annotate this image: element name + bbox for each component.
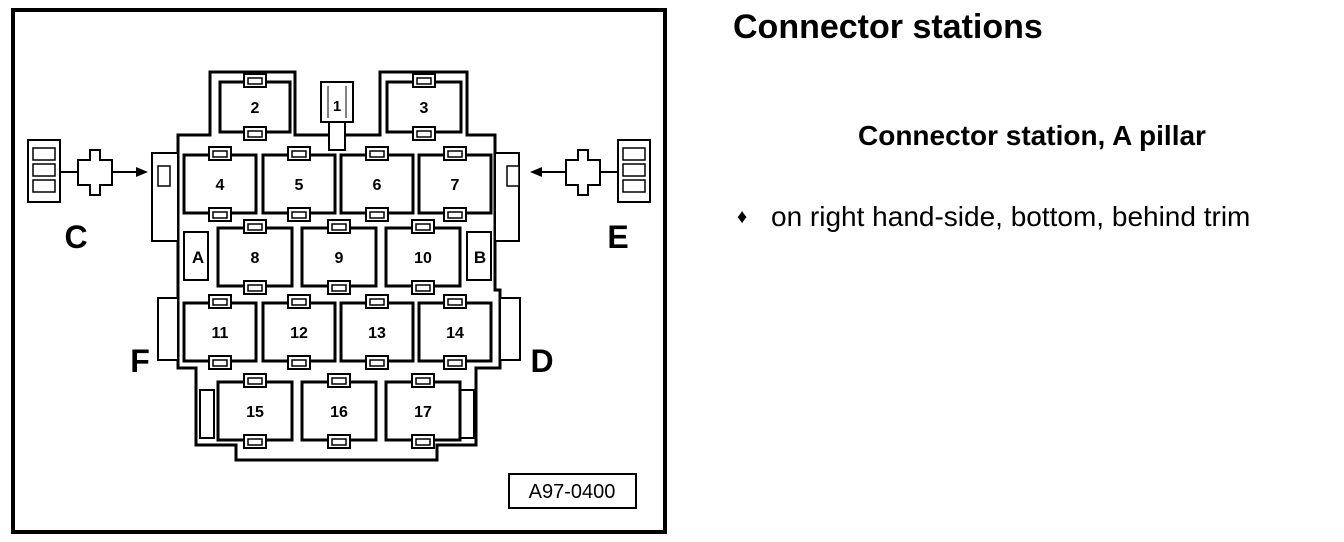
slot-label-13: 13 xyxy=(368,325,386,342)
side-latch-right-bottom xyxy=(499,297,521,361)
slot-label-3: 3 xyxy=(420,100,429,117)
slot-14: 14 xyxy=(417,294,493,370)
side-label-d: D xyxy=(530,343,553,379)
slot-label-14: 14 xyxy=(446,325,464,342)
bottom-latch-right xyxy=(459,389,475,439)
latch-tab-right xyxy=(506,165,520,187)
small-slot-b xyxy=(466,231,492,281)
connector-station-diagram: 2 3 4 5 6 7 8 9 10 11 12 13 14 15 16 17 A B 1 C E F D xyxy=(11,8,667,534)
slot-label-4: 4 xyxy=(216,177,225,194)
slot-label-15: 15 xyxy=(246,404,264,421)
plug-c-icon xyxy=(27,139,148,203)
side-label-f: F xyxy=(130,343,150,379)
slot-12: 12 xyxy=(261,294,337,370)
slot-label-7: 7 xyxy=(451,177,460,194)
section-title: Connector station, A pillar xyxy=(858,120,1206,151)
reference-code-box xyxy=(508,473,637,509)
small-slot-b-label: B xyxy=(474,248,486,267)
slot-label-8: 8 xyxy=(251,250,260,267)
slot-label-2: 2 xyxy=(251,100,260,117)
side-latch-left-bottom xyxy=(157,297,179,361)
slot-13: 13 xyxy=(339,294,415,370)
side-label-c: C xyxy=(64,219,87,255)
slot-label-6: 6 xyxy=(373,177,382,194)
slot-9: 9 xyxy=(300,219,378,295)
slot-label-10: 10 xyxy=(414,250,432,267)
slot-8: 8 xyxy=(216,219,294,295)
slot-1-stem xyxy=(328,121,346,151)
slot-5: 5 xyxy=(261,146,337,222)
diamond-bullet-icon: ♦ xyxy=(737,206,748,228)
side-label-e: E xyxy=(607,219,628,255)
plug-e-icon xyxy=(530,139,651,203)
slot-11: 11 xyxy=(182,294,258,370)
location-note: ♦ on right hand-side, bottom, behind trim xyxy=(737,201,1250,233)
slot-label-17: 17 xyxy=(414,404,432,421)
slot-15: 15 xyxy=(216,373,294,449)
slot-6: 6 xyxy=(339,146,415,222)
slot-17: 17 xyxy=(384,373,462,449)
slot-label-9: 9 xyxy=(335,250,344,267)
slot-10: 10 xyxy=(384,219,462,295)
slot-4: 4 xyxy=(182,146,258,222)
location-note-text: on right hand-side, bottom, behind trim xyxy=(771,201,1251,232)
bottom-latch-left xyxy=(199,389,215,439)
slot-label-16: 16 xyxy=(330,404,348,421)
slot-label-12: 12 xyxy=(290,325,308,342)
slot-label-11: 11 xyxy=(212,325,229,342)
slot-3: 3 xyxy=(385,73,463,141)
slot-7: 7 xyxy=(417,146,493,222)
slot-label-1: 1 xyxy=(333,98,341,115)
latch-tab-left xyxy=(157,165,171,187)
slot-2: 2 xyxy=(218,73,292,141)
reference-code: A97-0400 xyxy=(529,481,616,503)
slot-label-5: 5 xyxy=(295,177,304,194)
small-slot-a-label: A xyxy=(192,248,204,267)
page-title: Connector stations xyxy=(733,8,1043,46)
slot-16: 16 xyxy=(300,373,378,449)
small-slot-a xyxy=(183,231,209,281)
